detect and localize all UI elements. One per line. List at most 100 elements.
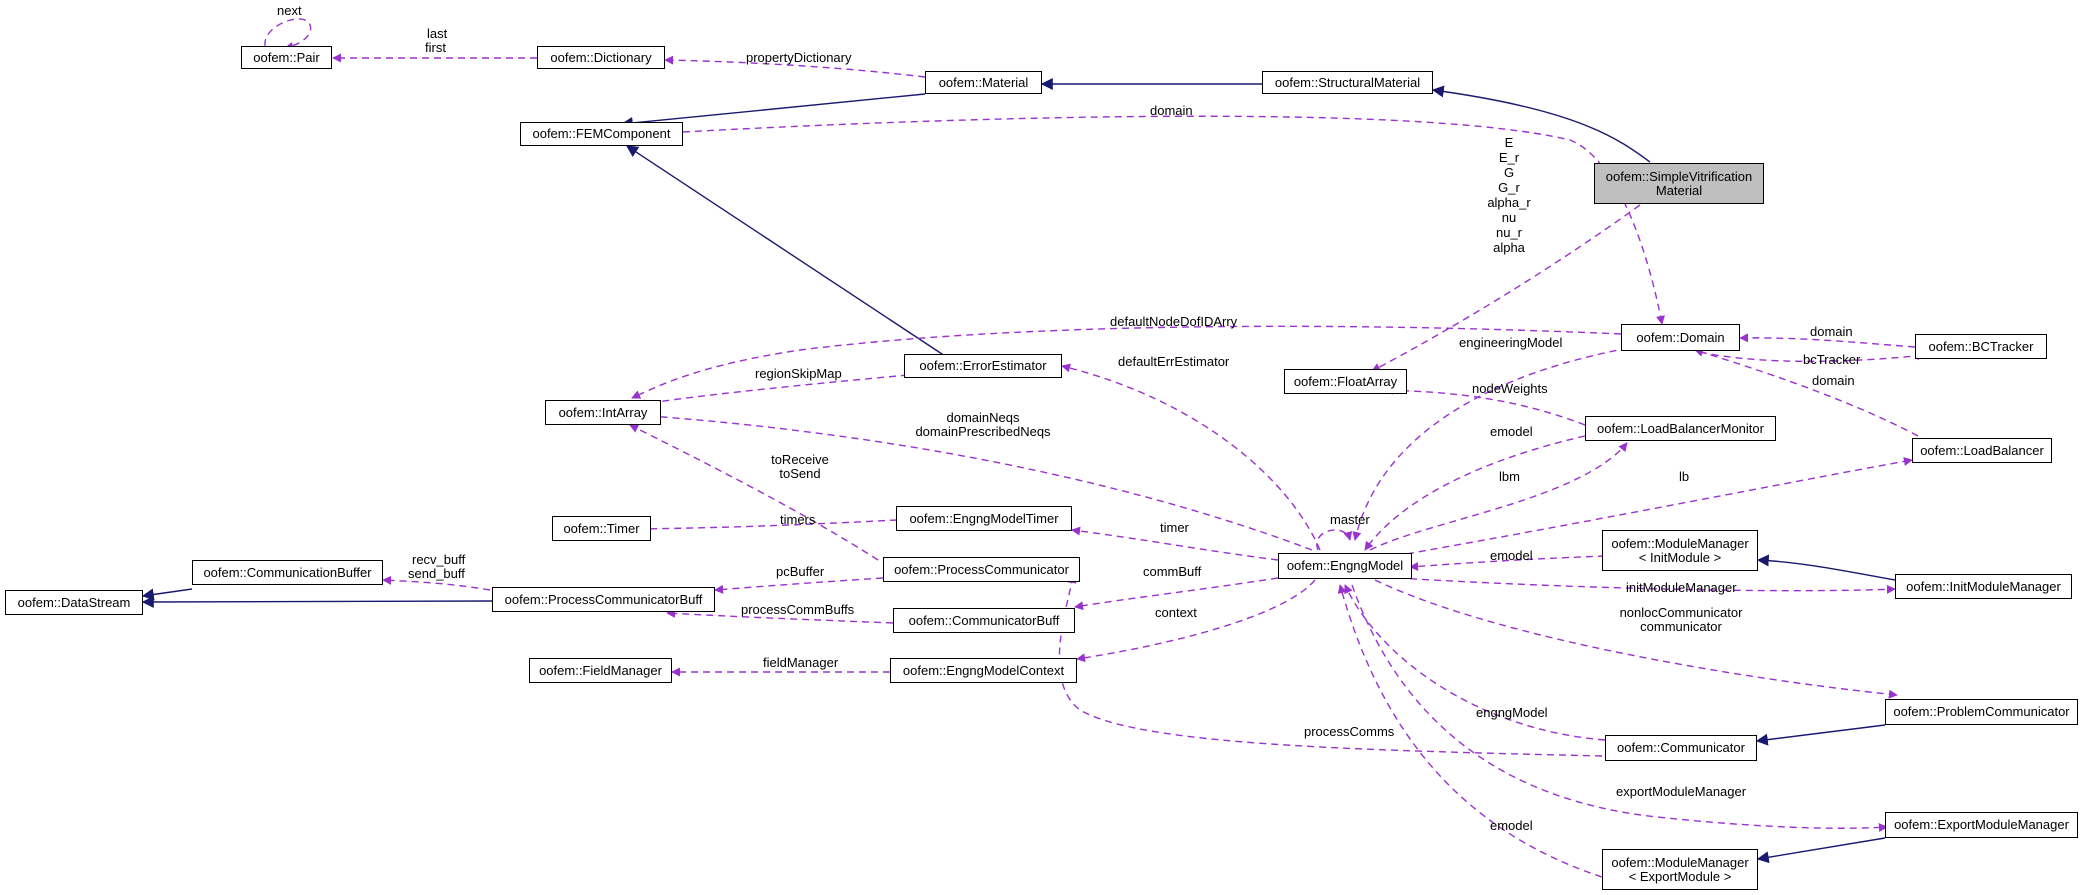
edge-inherit-commbuf-datastream xyxy=(141,588,193,601)
edge-label-recv-buff: recv_buff xyxy=(412,552,466,567)
node-domain[interactable]: oofem::Domain xyxy=(1621,324,1740,351)
edge-label-timers: timers xyxy=(780,512,816,527)
edge-label-lbm: lbm xyxy=(1499,469,1520,484)
edge-fem-domain xyxy=(682,115,1665,325)
edge-inherit-errest-fem xyxy=(625,145,946,357)
node-material[interactable]: oofem::Material xyxy=(925,71,1042,94)
node-module-manager-init[interactable]: oofem::ModuleManager < InitModule > xyxy=(1602,530,1758,571)
node-int-array-label: oofem::IntArray xyxy=(558,404,648,420)
node-timer[interactable]: oofem::Timer xyxy=(552,516,651,541)
node-init-module-manager-label: oofem::InitModuleManager xyxy=(1906,578,2061,594)
edge-label-emodel-init: emodel xyxy=(1490,548,1533,563)
node-module-manager-init-line1: oofem::ModuleManager xyxy=(1611,535,1749,551)
node-data-stream[interactable]: oofem::DataStream xyxy=(5,590,143,615)
edge-label-E: E xyxy=(1505,135,1514,150)
node-communication-buffer[interactable]: oofem::CommunicationBuffer xyxy=(192,560,383,585)
node-fem-component-label: oofem::FEMComponent xyxy=(532,126,671,141)
node-init-module-manager[interactable]: oofem::InitModuleManager xyxy=(1895,574,2072,599)
node-structural-material[interactable]: oofem::StructuralMaterial xyxy=(1262,71,1433,94)
edge-label-G: G xyxy=(1504,165,1514,180)
edge-label-default-err-estimator: defaultErrEstimator xyxy=(1118,354,1230,369)
edge-bctracker-domain xyxy=(1739,333,1916,348)
node-load-balancer-monitor[interactable]: oofem::LoadBalancerMonitor xyxy=(1585,416,1776,441)
node-export-module-manager[interactable]: oofem::ExportModuleManager xyxy=(1885,812,2078,838)
node-module-manager-init-line2: < InitModule > xyxy=(1638,549,1722,565)
edge-engngmodel-communicatorbuff xyxy=(1074,577,1279,611)
edge-simplevit-floatarray xyxy=(1371,204,1641,372)
node-engng-model-context[interactable]: oofem::EngngModelContext xyxy=(890,658,1077,683)
node-process-communicator-buff[interactable]: oofem::ProcessCommunicatorBuff xyxy=(492,587,715,612)
node-simple-vitrification-line2: Material xyxy=(1655,182,1703,198)
edge-inherit-simplevit-structural xyxy=(1431,85,1651,163)
edge-label-domain-fem: domain xyxy=(1150,103,1193,118)
node-float-array[interactable]: oofem::FloatArray xyxy=(1284,369,1407,394)
edge-labels: next last first propertyDictionary domai… xyxy=(277,3,1861,833)
edge-label-node-weights: nodeWeights xyxy=(1472,381,1548,396)
edge-modulemanager-engngmodel xyxy=(1409,555,1606,571)
node-export-module-manager-label: oofem::ExportModuleManager xyxy=(1894,817,2069,832)
edge-label-E-r: E_r xyxy=(1499,150,1520,165)
edge-lbm-floatarray xyxy=(1384,385,1586,426)
edge-label-region-skip-map: regionSkipMap xyxy=(755,366,842,381)
edge-label-export-module-manager: exportModuleManager xyxy=(1616,784,1747,799)
edge-label-bctracker: bcTracker xyxy=(1803,352,1861,367)
edge-label-domain-neqs: domainNeqs xyxy=(947,410,1020,425)
edge-errest-intarray xyxy=(636,374,909,409)
node-module-manager-export-line1: oofem::ModuleManager xyxy=(1611,854,1749,870)
edge-communicatorbuff-pcbuff xyxy=(666,608,894,624)
node-load-balancer-monitor-label: oofem::LoadBalancerMonitor xyxy=(1597,420,1764,436)
edge-label-domain-prescribed-neqs: domainPrescribedNeqs xyxy=(915,424,1051,439)
node-pair[interactable]: oofem::Pair xyxy=(241,46,332,69)
node-engng-model-timer[interactable]: oofem::EngngModelTimer xyxy=(896,506,1072,531)
node-int-array[interactable]: oofem::IntArray xyxy=(545,400,661,425)
node-load-balancer[interactable]: oofem::LoadBalancer xyxy=(1912,438,2052,463)
edge-engngmodel-loadbalancer xyxy=(1394,456,1913,557)
edge-label-pc-buffer: pcBuffer xyxy=(776,564,825,579)
node-process-communicator-buff-label: oofem::ProcessCommunicatorBuff xyxy=(504,591,703,607)
edge-label-to-send: toSend xyxy=(779,466,820,481)
node-dictionary[interactable]: oofem::Dictionary xyxy=(537,46,665,69)
node-domain-label: oofem::Domain xyxy=(1636,329,1725,345)
node-module-manager-export-line2: < ExportModule > xyxy=(1628,868,1732,884)
node-problem-communicator[interactable]: oofem::ProblemCommunicator xyxy=(1885,699,2078,725)
edge-engngmodeltimer-timer xyxy=(633,519,898,534)
edge-label-next: next xyxy=(277,3,302,18)
edge-inherit-exportmm-modulemanager xyxy=(1756,837,1886,864)
edge-lbm-engngmodel xyxy=(1364,435,1586,551)
edge-label-G-r: G_r xyxy=(1498,180,1520,195)
edge-label-process-comms: processComms xyxy=(1304,724,1395,739)
node-dictionary-label: oofem::Dictionary xyxy=(550,49,652,65)
edge-label-field-manager: fieldManager xyxy=(763,655,839,670)
edge-domain-intarray xyxy=(631,325,1622,399)
node-bc-tracker[interactable]: oofem::BCTracker xyxy=(1915,334,2047,359)
node-module-manager-export[interactable]: oofem::ModuleManager < ExportModule > xyxy=(1602,849,1758,890)
node-simple-vitrification-material[interactable]: oofem::SimpleVitrification Material xyxy=(1594,163,1764,204)
edge-engngmodel-intarray xyxy=(635,411,1313,551)
node-timer-label: oofem::Timer xyxy=(563,520,640,536)
edge-engngmodel-context xyxy=(1076,579,1316,663)
edge-communicator-engngmodel xyxy=(1344,584,1606,741)
node-communication-buffer-label: oofem::CommunicationBuffer xyxy=(203,564,372,580)
edge-label-emodel-export: emodel xyxy=(1490,818,1533,833)
node-field-manager[interactable]: oofem::FieldManager xyxy=(529,658,672,683)
node-engng-model[interactable]: oofem::EngngModel xyxy=(1278,553,1412,579)
node-float-array-label: oofem::FloatArray xyxy=(1293,373,1398,389)
node-field-manager-label: oofem::FieldManager xyxy=(539,662,662,678)
node-error-estimator[interactable]: oofem::ErrorEstimator xyxy=(904,354,1062,378)
edge-label-default-node-dof: defaultNodeDofIDArry xyxy=(1110,314,1238,329)
edge-loadbalancer-domain xyxy=(1694,348,1919,437)
edge-label-comm-buff: commBuff xyxy=(1143,564,1202,579)
node-process-communicator[interactable]: oofem::ProcessCommunicator xyxy=(883,557,1080,582)
node-problem-communicator-label: oofem::ProblemCommunicator xyxy=(1893,704,2070,719)
node-simple-vitrification-line1: oofem::SimpleVitrification xyxy=(1605,168,1753,184)
node-fem-component[interactable]: oofem::FEMComponent xyxy=(520,122,683,146)
edge-communicator-processcommunicator xyxy=(1058,574,1603,757)
edge-pcbuff-commbuffer xyxy=(382,575,491,591)
node-communicator[interactable]: oofem::Communicator xyxy=(1605,735,1757,761)
edge-inherit-material-fem xyxy=(620,93,926,129)
edge-label-emodel-lbm: emodel xyxy=(1490,424,1533,439)
node-communicator-buff[interactable]: oofem::CommunicatorBuff xyxy=(893,608,1075,633)
edge-label-timer: timer xyxy=(1160,520,1190,535)
